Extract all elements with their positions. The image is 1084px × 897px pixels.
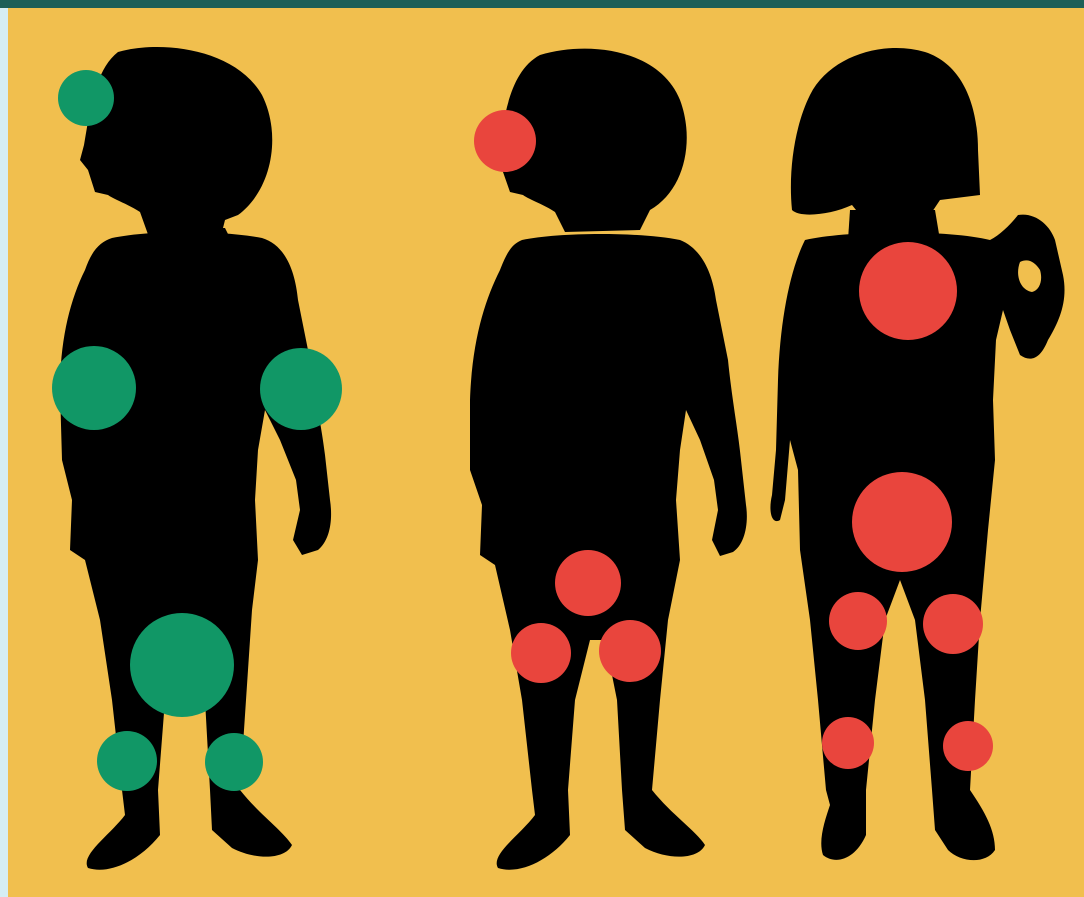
marker-right-knee-left — [822, 717, 874, 769]
marker-right-upper-back — [859, 242, 957, 340]
marker-right-thigh-right — [923, 594, 983, 654]
marker-left-arm-front — [52, 346, 136, 430]
marker-right-knee-right — [943, 721, 993, 771]
marker-middle-thigh-front — [511, 623, 571, 683]
marker-middle-mouth — [474, 110, 536, 172]
marker-right-thigh-left — [829, 592, 887, 650]
top-bar — [0, 0, 1084, 8]
marker-middle-groin — [555, 550, 621, 616]
marker-left-head — [58, 70, 114, 126]
marker-middle-thigh-back — [599, 620, 661, 682]
marker-left-arm-back — [260, 348, 342, 430]
marker-right-buttocks — [852, 472, 952, 572]
marker-left-knee-front — [97, 731, 157, 791]
marker-left-thigh — [130, 613, 234, 717]
marker-left-knee-back — [205, 733, 263, 791]
